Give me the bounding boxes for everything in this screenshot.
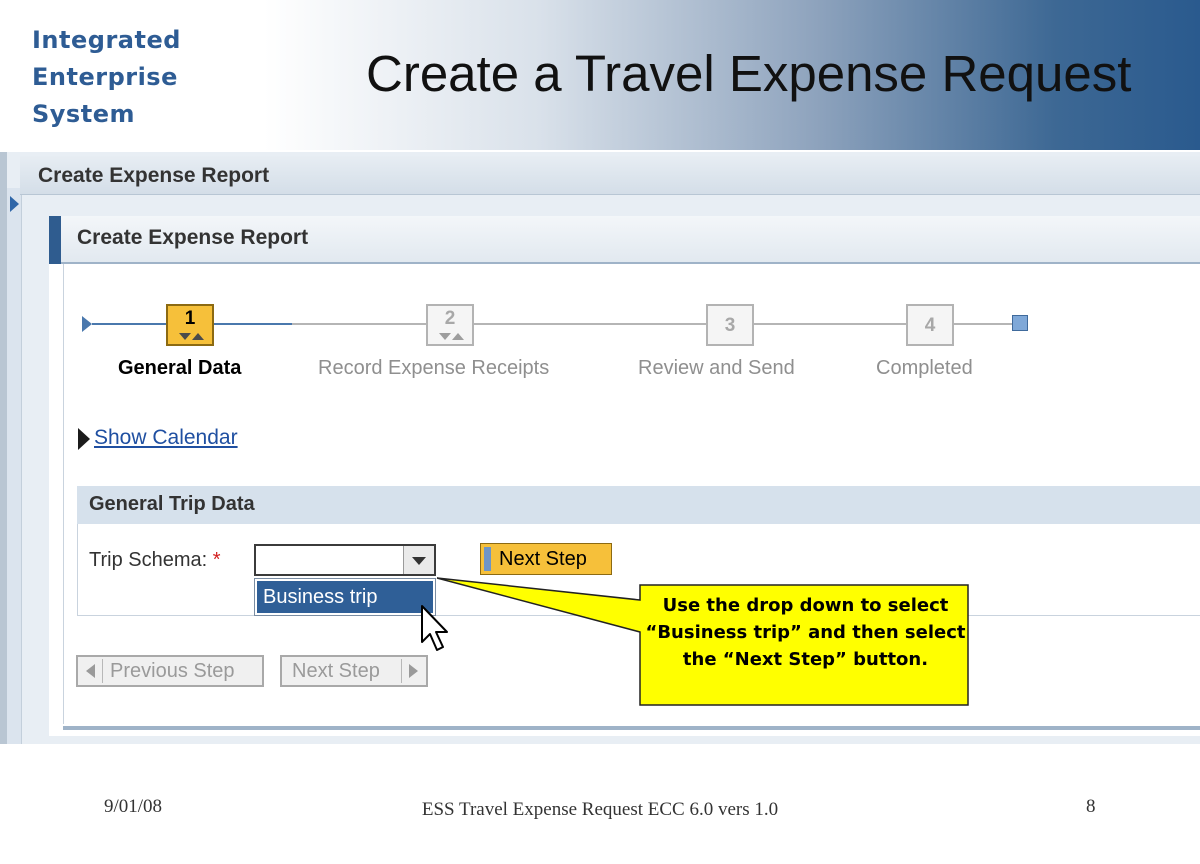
window-left-border [0, 152, 7, 744]
dropdown-button[interactable] [403, 546, 434, 574]
trip-schema-label: Trip Schema: * [89, 549, 221, 572]
previous-arrow-icon [86, 664, 95, 678]
callout-text: Use the drop down to select “Business tr… [645, 595, 966, 670]
button-separator [401, 659, 402, 683]
brand-line-2: Enterprise [32, 63, 178, 91]
brand-line-1: Integrated [32, 26, 181, 54]
footer-date: 9/01/08 [104, 796, 163, 817]
panel-bottom-border [63, 726, 1200, 730]
roadmap-line [954, 323, 1012, 325]
step-number: 2 [444, 308, 456, 329]
roadmap-line [754, 323, 906, 325]
roadmap-step-1[interactable]: 1 [166, 304, 214, 346]
step-marker-icon [439, 333, 451, 340]
brand-logo-text: Integrated Enterprise System [32, 22, 181, 133]
next-step-bottom-label: Next Step [292, 660, 380, 682]
slide-title: Create a Travel Expense Request [366, 45, 1132, 102]
step-label-general-data[interactable]: General Data [118, 357, 242, 379]
roadmap-line-active-tail [214, 323, 292, 325]
panel-title: Create Expense Report [77, 226, 309, 249]
expand-arrow-icon[interactable] [10, 196, 19, 212]
step-label-record-expense-receipts[interactable]: Record Expense Receipts [318, 357, 550, 379]
next-step-button-top[interactable]: Next Step [480, 543, 612, 575]
roadmap-end-icon [1012, 315, 1028, 331]
step-marker-icon [179, 333, 191, 340]
show-calendar-link[interactable]: Show Calendar [94, 426, 238, 449]
disclosure-triangle-icon[interactable] [78, 428, 90, 450]
previous-step-button[interactable]: Previous Step [76, 655, 264, 687]
roadmap-start-icon [82, 316, 92, 332]
next-arrow-icon [409, 664, 418, 678]
trip-schema-label-text: Trip Schema: [89, 549, 208, 571]
roadmap-step-2[interactable]: 2 [426, 304, 474, 346]
roadmap-step-3[interactable]: 3 [706, 304, 754, 346]
step-label-completed[interactable]: Completed [876, 357, 973, 379]
brand-line-3: System [32, 100, 135, 128]
step-marker-icon [192, 333, 204, 340]
outer-tray-header: Create Expense Report [20, 156, 1200, 195]
trip-schema-dropdown-list: Business trip [254, 578, 436, 616]
dropdown-option-business-trip[interactable]: Business trip [257, 581, 433, 613]
dropdown-arrow-icon [412, 557, 426, 565]
roadmap-line [292, 323, 426, 325]
step-number: 1 [184, 308, 196, 329]
panel-accent-bar [49, 216, 61, 264]
step-marker-icon [452, 333, 464, 340]
required-marker: * [212, 549, 221, 571]
step-number: 3 [724, 315, 736, 336]
outer-tray-title: Create Expense Report [38, 164, 270, 187]
panel-header: Create Expense Report [61, 216, 1200, 264]
step-label-review-and-send[interactable]: Review and Send [638, 357, 795, 379]
slide-header: Integrated Enterprise System Create a Tr… [0, 0, 1200, 150]
roadmap-line-active [92, 323, 166, 325]
roadmap-line [474, 323, 706, 325]
footer-page-number: 8 [1086, 796, 1096, 817]
step-number: 4 [924, 315, 936, 336]
next-step-button-label: Next Step [499, 548, 587, 570]
navigation-panel-collapsed[interactable] [7, 188, 22, 744]
general-trip-data-header: General Trip Data [77, 486, 1200, 525]
trip-schema-select[interactable] [254, 544, 436, 576]
roadmap-step-4[interactable]: 4 [906, 304, 954, 346]
button-separator [102, 659, 103, 683]
previous-step-label: Previous Step [110, 660, 235, 682]
footer-title: ESS Travel Expense Request ECC 6.0 vers … [421, 799, 779, 820]
general-trip-data-body [77, 524, 1200, 616]
next-step-button-bottom[interactable]: Next Step [280, 655, 428, 687]
panel-left-border [63, 264, 64, 724]
general-trip-data-title: General Trip Data [89, 493, 255, 515]
